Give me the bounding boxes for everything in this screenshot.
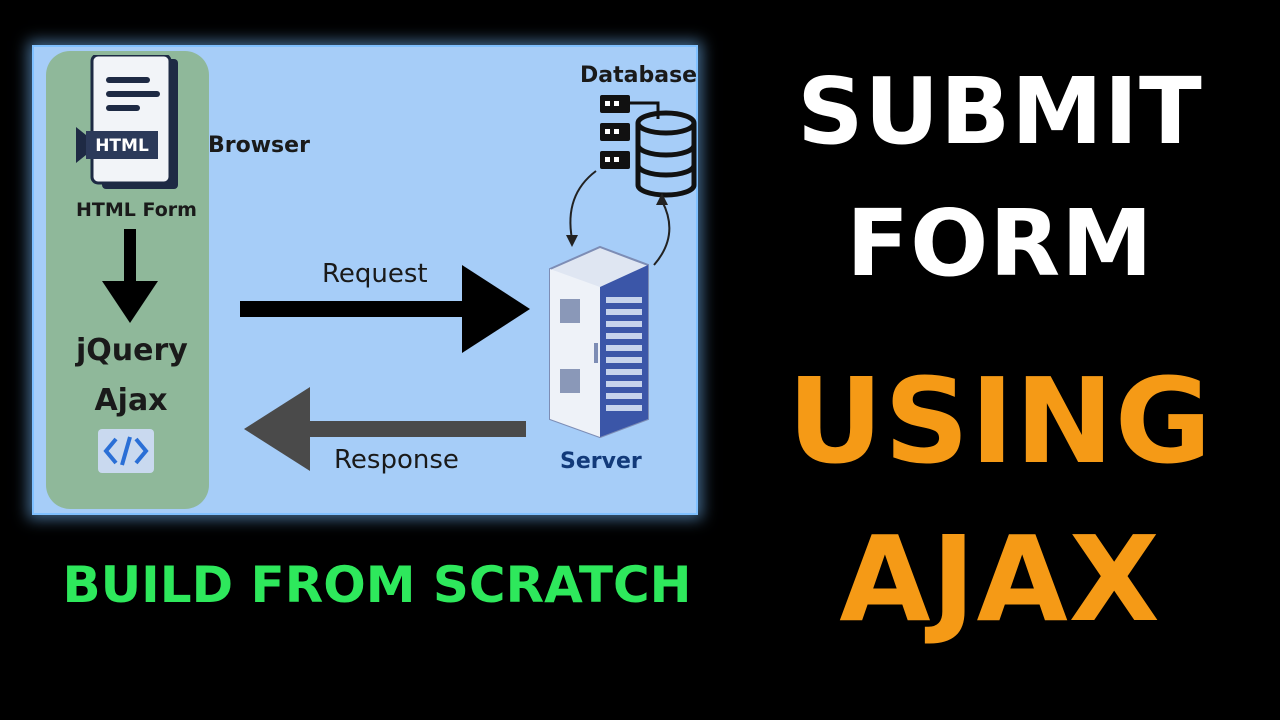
- html-badge-text: HTML: [95, 136, 149, 156]
- jquery-label: jQuery: [76, 333, 188, 368]
- request-label: Request: [322, 259, 428, 289]
- response-arrow-icon: [244, 387, 526, 471]
- title-line-4: AJAX: [839, 510, 1161, 648]
- architecture-diagram: HTML Browser HTML Form jQuery Ajax Reque…: [32, 45, 698, 515]
- title-line-2: FORM: [846, 190, 1154, 297]
- html-form-label: HTML Form: [76, 199, 197, 221]
- server-rack-icon: [549, 245, 649, 439]
- response-label: Response: [334, 445, 459, 475]
- server-label: Server: [560, 449, 642, 474]
- request-arrow-icon: [240, 265, 530, 353]
- title-line-1: SUBMIT: [797, 58, 1203, 165]
- db-server-arrows-icon: [566, 170, 671, 266]
- html-document-icon: HTML: [76, 55, 178, 189]
- database-label: Database: [580, 63, 698, 88]
- subtitle: BUILD FROM SCRATCH: [62, 556, 692, 614]
- code-icon: [98, 429, 154, 473]
- title-line-3: USING: [787, 352, 1213, 490]
- browser-label: Browser: [208, 133, 310, 158]
- ajax-label: Ajax: [94, 383, 168, 418]
- database-icon: [600, 95, 697, 198]
- down-arrow-icon: [102, 229, 158, 323]
